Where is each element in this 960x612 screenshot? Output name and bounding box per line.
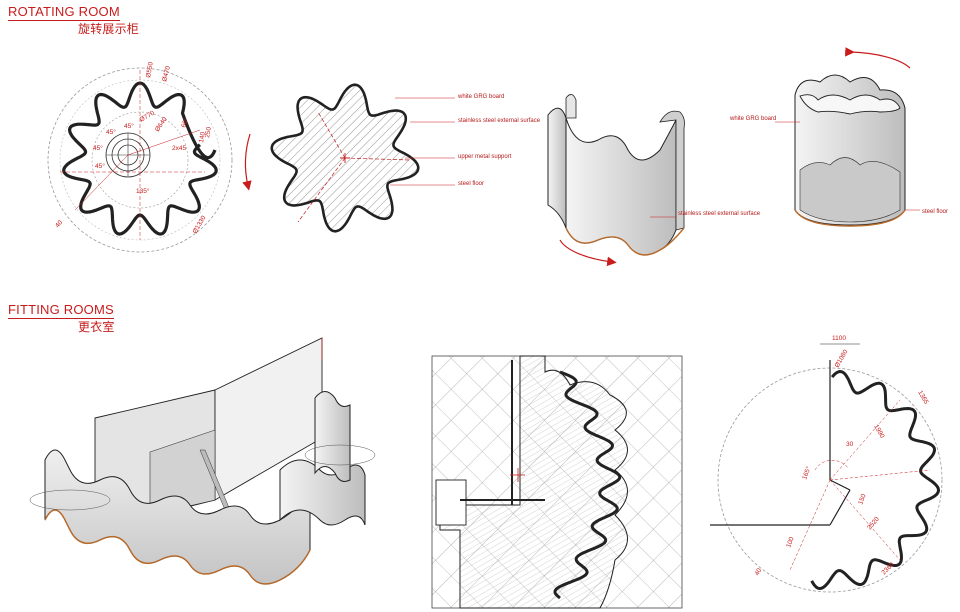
section-label-floor: steel floor (458, 181, 484, 187)
dim-r1: 2x45 (172, 145, 186, 152)
fitting-rooms-title-cn: 更衣室 (78, 320, 115, 334)
dim-d550: Ø550 (145, 61, 155, 78)
section-label-support: upper metal support (458, 154, 512, 160)
fitting-rooms-title: FITTING ROOMS (8, 302, 114, 319)
dim-r6: 140 (198, 131, 207, 143)
dim-a4: 45° (95, 162, 105, 170)
rotating-room-title: ROTATING ROOM (8, 4, 120, 21)
dim-r5: 250 (204, 126, 213, 138)
dim-r2: 135° (136, 187, 150, 195)
dim-a2: 45° (124, 122, 134, 130)
iso-label-grg: white GRG board (729, 116, 776, 122)
dim-d470: Ø470 (161, 65, 172, 83)
fplan-dim-d9: 40 (754, 567, 764, 577)
iso-label-stainless: stainless steel external surface (678, 211, 761, 217)
fplan-dim-d3: 30 (846, 441, 854, 448)
rotating-iso-closed-drawing: white GRG board steel floor (729, 47, 948, 227)
section-label-grg: white GRG board (457, 94, 504, 100)
dim-a5: 60° (179, 116, 190, 128)
iso-label-floor: steel floor (922, 209, 948, 215)
dim-r3: 40 (54, 219, 64, 229)
fitting-axonometric-drawing (29, 337, 376, 585)
fplan-dim-dia: Ø1080 (834, 348, 850, 369)
fitting-detail-drawing (431, 355, 683, 609)
fitting-plan-drawing: 1100 Ø1080 1365 1990 30 165° 150 2520 23… (710, 335, 943, 593)
dim-d640: Ø640 (154, 116, 169, 133)
fplan-dim-d8: 100 (785, 536, 795, 549)
dim-d770: Ø770 (139, 110, 157, 124)
fplan-dim-d6: 2520 (866, 515, 881, 531)
fplan-dim-d4: 165° (800, 465, 812, 481)
fitting-rooms-heading: FITTING ROOMS 更衣室 (8, 302, 114, 334)
rotating-iso-open-drawing: stainless steel external surface (547, 94, 761, 267)
rotating-section-drawing: white GRG board stainless steel external… (242, 83, 541, 233)
rotating-room-title-cn: 旋转展示柜 (78, 22, 140, 36)
section-label-stainless: stainless steel external surface (458, 118, 541, 124)
rotating-room-heading: ROTATING ROOM 旋转展示柜 (8, 4, 139, 36)
fplan-dim-d1: 1365 (916, 390, 929, 406)
dim-a1: 45° (106, 128, 116, 136)
rotating-plan-drawing: Ø550 Ø470 Ø770 Ø640 45° 45° 45° 45° 60° … (47, 61, 233, 253)
fplan-dim-d5: 150 (857, 493, 867, 506)
fplan-dim-top: 1100 (832, 335, 846, 342)
dim-a3: 45° (93, 144, 103, 152)
fplan-dim-d2: 1990 (872, 424, 885, 440)
